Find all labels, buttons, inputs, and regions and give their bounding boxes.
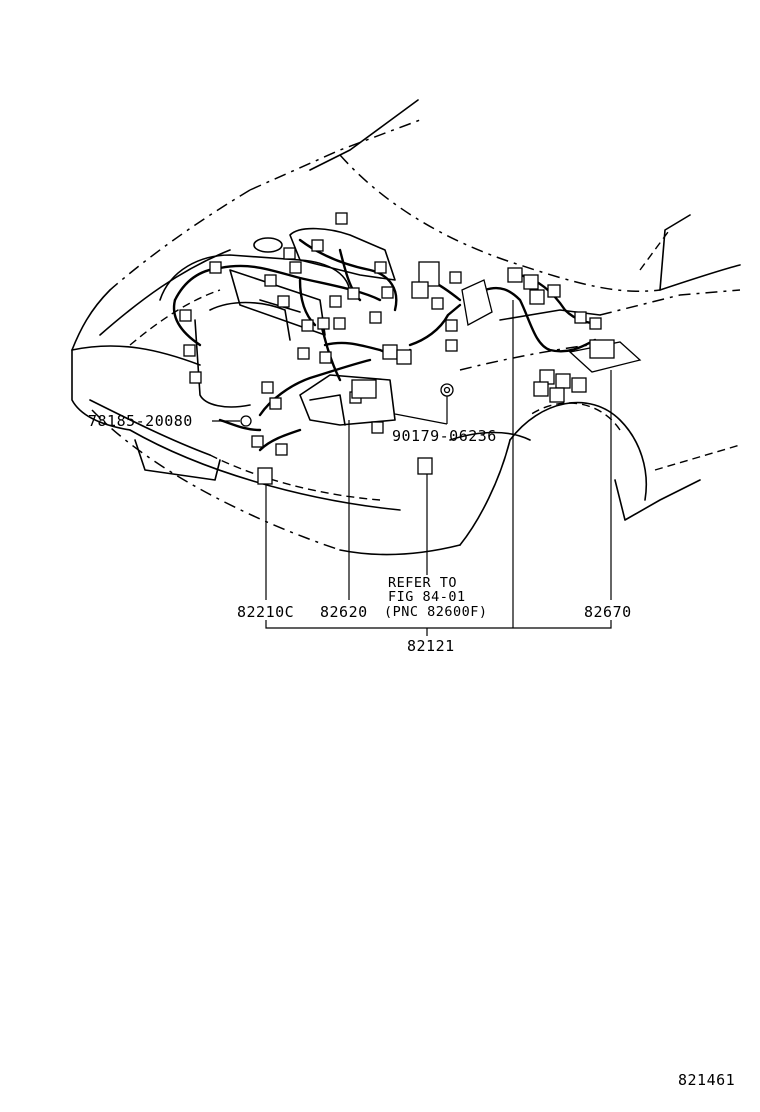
- label-82121: 82121: [407, 637, 455, 655]
- connector-blocks: [179, 212, 642, 485]
- refer-text-line3: (PNC 82600F): [384, 604, 488, 620]
- label-78185-20080: 78185-20080: [88, 412, 193, 430]
- label-82620: 82620: [320, 603, 368, 621]
- refer-text-line1: REFER TO: [388, 575, 457, 591]
- label-90179-06236: 90179-06236: [392, 427, 497, 445]
- label-82210c: 82210C: [237, 603, 294, 621]
- label-82670: 82670: [584, 603, 632, 621]
- refer-text-line2: FIG 84-01: [388, 589, 466, 605]
- figure-number: 821461: [678, 1071, 735, 1089]
- car-body-outline: [71, 99, 741, 556]
- leader-lines: [212, 300, 612, 636]
